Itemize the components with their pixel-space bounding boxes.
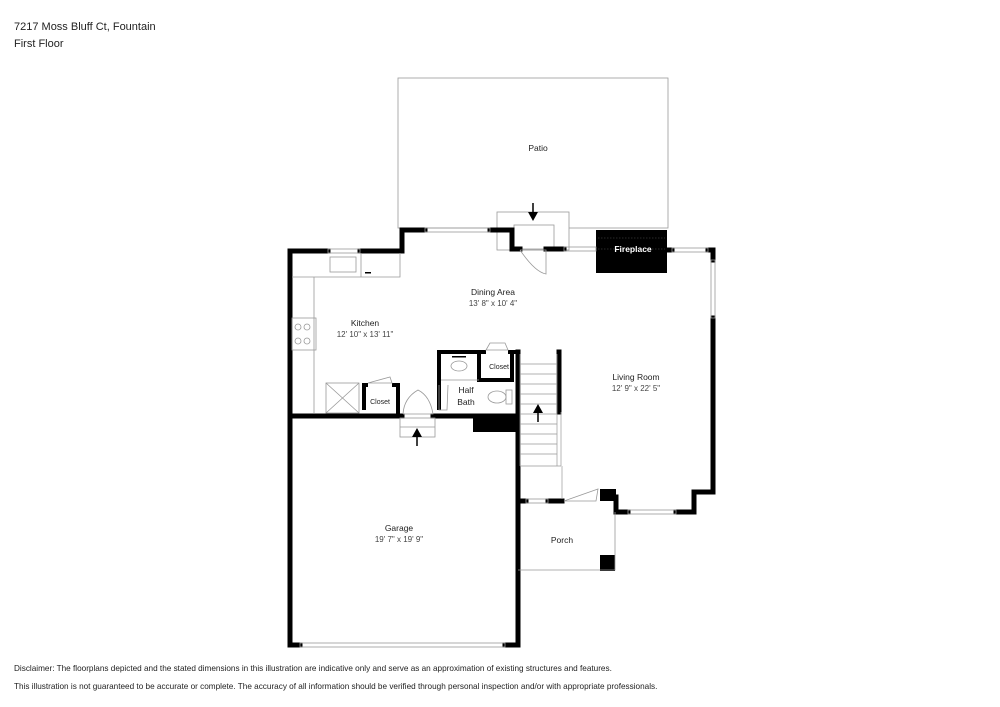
fireplace-label: Fireplace [614,244,652,254]
windows [299,227,716,648]
garage-dims: 19' 7" x 19' 9" [375,535,423,544]
stair-landing-block [473,416,518,432]
closet-kitchen-label: Closet [370,399,390,406]
entry-arrow-icon [528,203,538,221]
stairs [519,354,563,499]
fireplace: Fireplace [596,230,667,273]
half-bath-label-2: Bath [457,397,475,407]
bath-fixtures [441,360,513,405]
bath-sink-icon [450,360,468,372]
kitchen-label: Kitchen [351,318,380,328]
dining-dims: 13' 8" x 10' 4" [469,299,517,308]
stair-up-arrow-icon [533,404,543,422]
property-address: 7217 Moss Bluff Ct, Fountain [14,21,156,33]
closet-bath-label: Closet [489,364,509,371]
living-room-dims: 12' 9" x 22' 5" [612,384,660,393]
garage-label: Garage [385,523,414,533]
toilet-icon [487,390,507,404]
fridge-icon [325,382,360,414]
kitchen-dims: 12' 10" x 13' 11" [337,330,394,339]
patio: Patio [397,77,669,251]
dining-label: Dining Area [471,287,515,297]
floor-label: First Floor [14,38,64,50]
porch-column [600,555,615,571]
garage-entry-arrow-icon [412,428,422,446]
disclaimer-line-2: This illustration is not guaranteed to b… [14,682,658,691]
door-swings [367,249,616,571]
sink-icon [329,256,357,273]
column-block [600,489,616,501]
interior-walls [362,350,518,414]
patio-label: Patio [528,143,548,153]
half-bath-label-1: Half [458,385,474,395]
stove-icon [291,317,317,351]
disclaimer-line-1: Disclaimer: The floorplans depicted and … [14,664,612,673]
kitchen-counters [291,253,401,414]
living-room-label: Living Room [612,372,659,382]
porch-label: Porch [551,535,573,545]
